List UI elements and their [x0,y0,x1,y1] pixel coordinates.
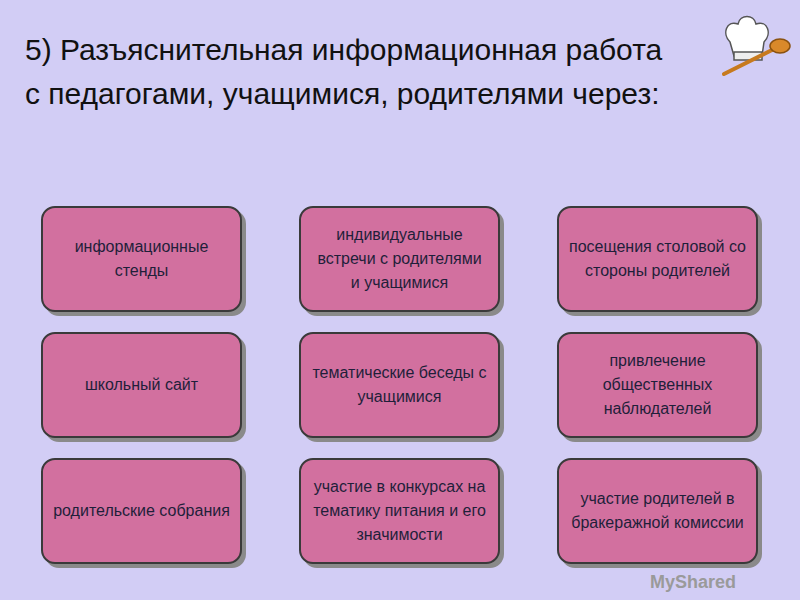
watermark: MyShared [650,572,736,593]
box-text: привлечение общественных наблюдателей [569,349,746,421]
method-box: индивидуальные встречи с родителями и уч… [299,206,500,312]
method-box: участие в конкурсах на тематику питания … [299,458,500,564]
box-text: школьный сайт [85,373,198,397]
box-text: участие в конкурсах на тематику питания … [311,475,488,547]
box-text: родительские собрания [53,499,230,523]
box-text: индивидуальные встречи с родителями и уч… [311,223,488,295]
method-box: школьный сайт [41,332,242,438]
chef-hat-spoon [724,17,790,75]
box-text: посещения столовой со стороны родителей [569,235,746,283]
method-box: тематические беседы с учащимися [299,332,500,438]
slide-title: 5) Разъяснительная информационная работа… [25,28,685,116]
method-box: информационные стенды [41,206,242,312]
method-box: привлечение общественных наблюдателей [557,332,758,438]
box-text: информационные стенды [53,235,230,283]
box-text: тематические беседы с учащимися [311,361,488,409]
method-box: посещения столовой со стороны родителей [557,206,758,312]
method-box: родительские собрания [41,458,242,564]
box-text: участие родителей в бракеражной комиссии [569,487,746,535]
method-box: участие родителей в бракеражной комиссии [557,458,758,564]
